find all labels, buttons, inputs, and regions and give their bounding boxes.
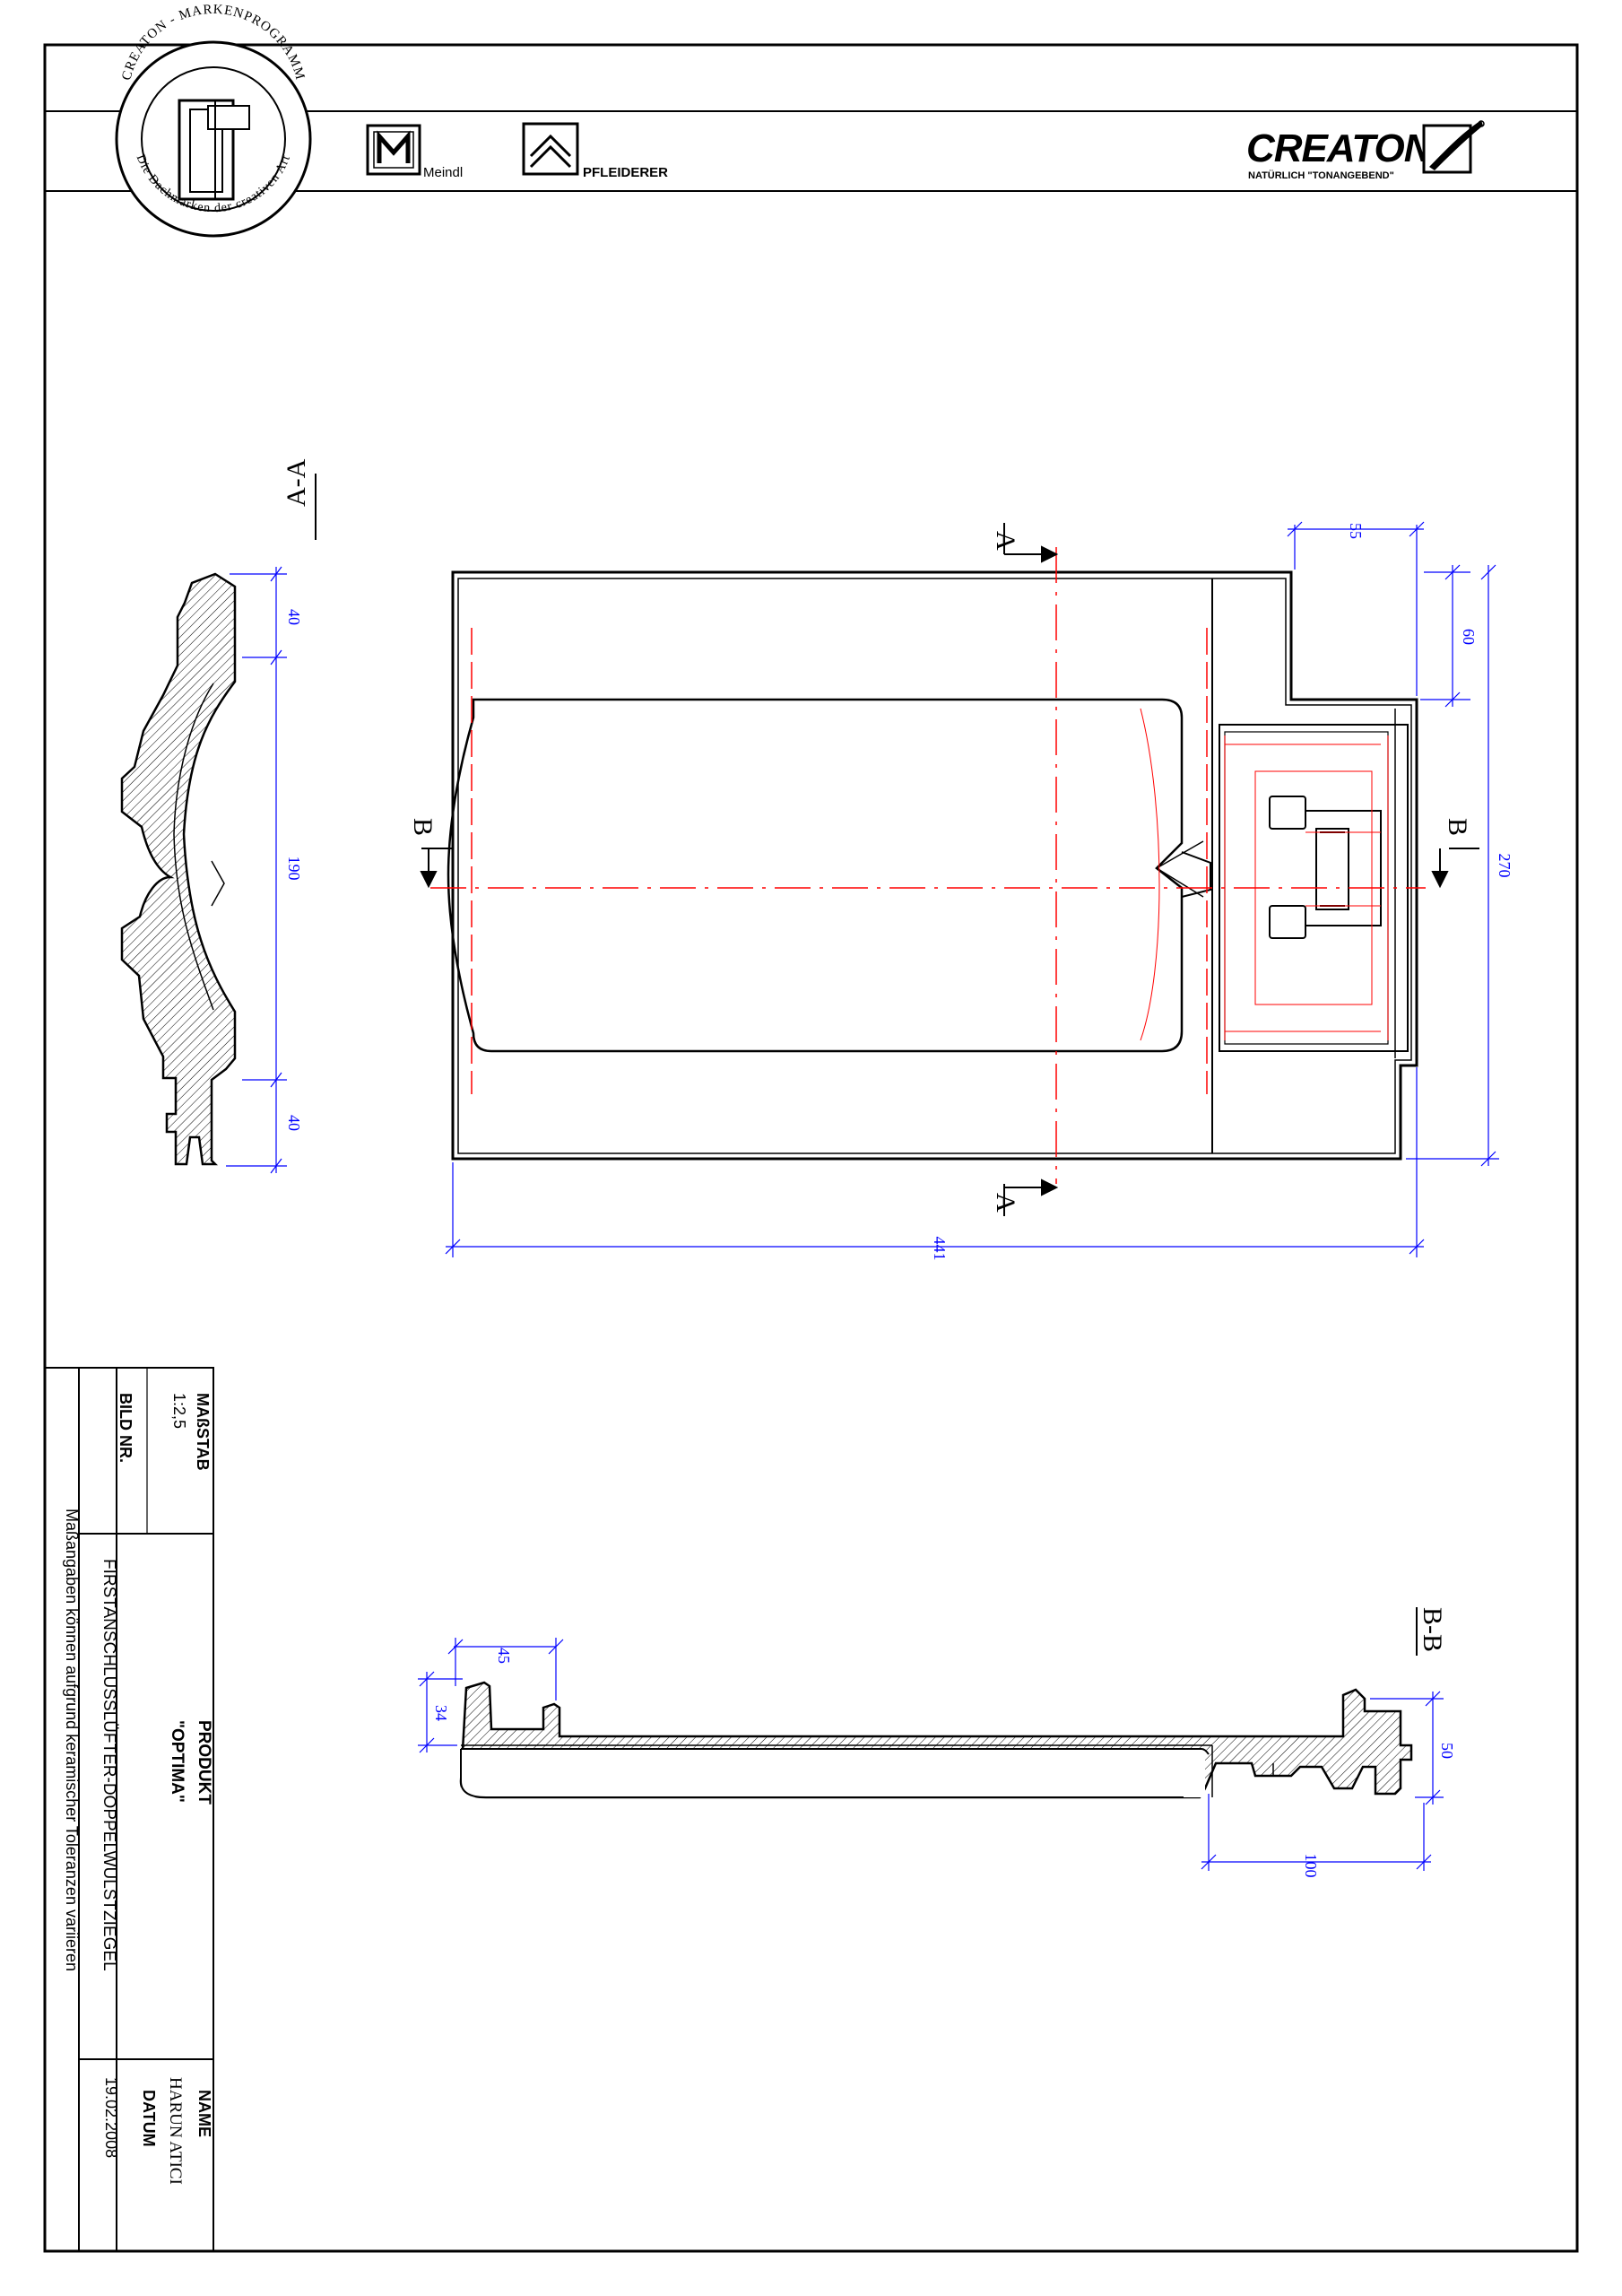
massstab-value: 1:2,5 (170, 1393, 188, 1429)
product-description: FIRSTANSCHLUSSLÜFTER-DOPPELWULSTZIEGEL (100, 1559, 118, 1971)
tolerance-note: Maßangaben können aufgrund keramischer T… (63, 1509, 81, 1971)
produkt-value: "OPTIMA" (168, 1720, 186, 1803)
section-aa-profile (120, 572, 237, 1166)
section-bb: B-B 45 34 50 100 (418, 1607, 1456, 1878)
bild-nr-label: BILD NR. (117, 1393, 134, 1463)
cut-b-left: B (408, 818, 438, 836)
section-bb-title: B-B (1418, 1607, 1447, 1652)
dim-aa-mid: 190 (285, 857, 303, 881)
dim-plan-55: 55 (1347, 523, 1365, 539)
meindl-logo: Meindl (366, 124, 463, 180)
dim-aa-bottom: 40 (285, 1115, 303, 1131)
datum-label: DATUM (140, 2090, 158, 2147)
dim-plan-270: 270 (1496, 854, 1514, 878)
pfleiderer-label: PFLEIDERER (583, 165, 668, 180)
section-aa-title: A-A (282, 458, 311, 507)
tile-outline (451, 570, 1418, 1161)
dim-aa-top: 40 (285, 609, 303, 625)
creaton-brand: CREATON (1246, 126, 1434, 170)
name-value: HARUN ATICI (166, 2077, 185, 2185)
title-block: MAßSTAB 1:2,5 BILD NR. PRODUKT "OPTIMA" … (44, 1367, 214, 2252)
datum-value: 19.02.2008 (102, 2077, 120, 2158)
dim-bb-50: 50 (1438, 1743, 1456, 1759)
section-aa: A-A 40 190 40 (120, 458, 317, 1174)
creaton-markenprogramm-seal: CREATON - MARKENPROGRAMM Die Dachmarken … (115, 3, 312, 238)
dim-bb-100: 100 (1302, 1854, 1320, 1878)
produkt-label: PRODUKT (195, 1720, 213, 1805)
meindl-label: Meindl (423, 165, 463, 180)
dim-bb-45: 45 (495, 1648, 513, 1664)
cut-a-top: A (991, 531, 1020, 551)
name-label: NAME (195, 2090, 213, 2137)
creaton-logo: CREATON NATÜRLICH "TONANGEBEND" (1246, 120, 1485, 181)
plan-view: A A B B 55 60 270 (408, 521, 1514, 1261)
dim-bb-34: 34 (432, 1705, 450, 1721)
dim-plan-60: 60 (1460, 629, 1478, 645)
massstab-label: MAßSTAB (194, 1393, 212, 1471)
dim-plan-441: 441 (931, 1237, 949, 1261)
pfleiderer-logo: PFLEIDERER (522, 122, 668, 180)
drawing-frame (43, 43, 1579, 2253)
section-cut-marks (420, 545, 1449, 1196)
cut-b-right: B (1443, 818, 1472, 836)
cut-a-bottom: A (991, 1193, 1020, 1213)
creaton-tagline: NATÜRLICH "TONANGEBEND" (1248, 170, 1394, 181)
tile-trough (447, 698, 1184, 1053)
vent-opening (1269, 796, 1382, 939)
